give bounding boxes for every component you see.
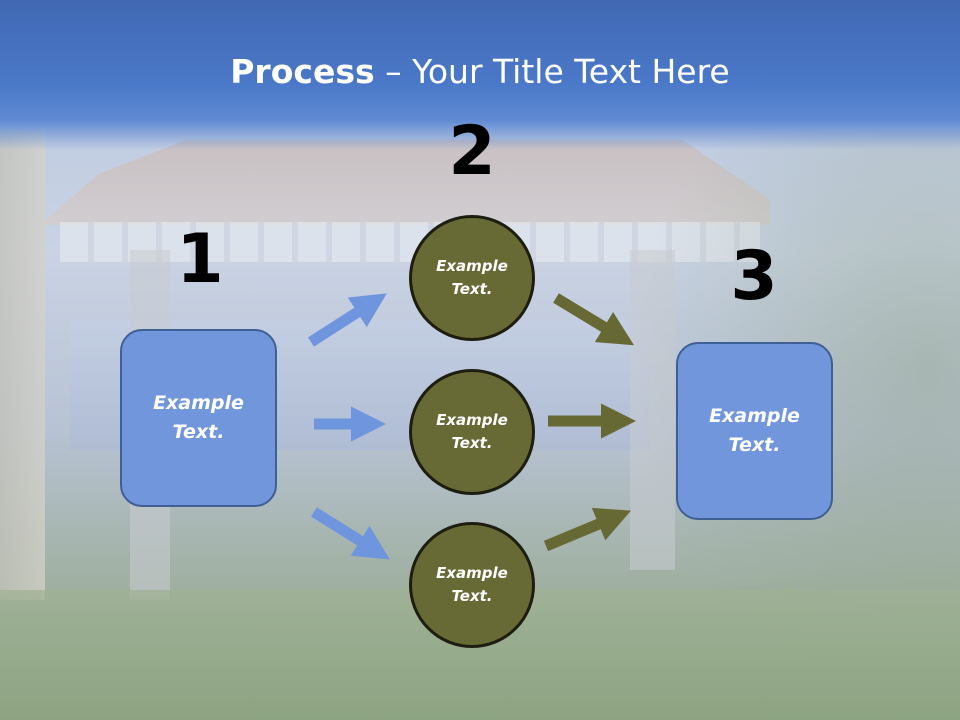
page-title: Process – Your Title Text Here [0, 52, 960, 91]
right-box-line2: Text. [728, 434, 781, 456]
arrow-left-to-bottom [311, 507, 390, 560]
step-number-2: 2 [448, 112, 496, 191]
circle-bottom: Example Text. [409, 522, 535, 648]
arrow-top-to-right [553, 293, 635, 346]
arrow-bottom-to-right [543, 507, 631, 552]
circle-bottom-line2: Text. [451, 587, 493, 605]
background-pillar [630, 250, 675, 570]
arrow-left-to-top [308, 293, 387, 347]
background-roof [40, 140, 770, 225]
title-bold: Process [230, 52, 375, 91]
circle-top-line1: Example [436, 257, 508, 275]
right-box-line1: Example [709, 405, 800, 427]
circle-middle-line1: Example [436, 411, 508, 429]
step-number-3: 3 [730, 237, 778, 316]
circle-middle: Example Text. [409, 369, 535, 495]
step-number-1: 1 [176, 220, 224, 299]
circle-top: Example Text. [409, 215, 535, 341]
circle-middle-line2: Text. [451, 434, 493, 452]
title-band [0, 0, 960, 150]
title-rest: – Your Title Text Here [374, 52, 730, 91]
circle-top-line2: Text. [451, 280, 493, 298]
left-box: Example Text. [120, 329, 277, 507]
circle-bottom-line1: Example [436, 564, 508, 582]
left-box-line1: Example [153, 392, 244, 414]
background-stone-wall [0, 130, 45, 600]
right-box: Example Text. [676, 342, 833, 520]
left-box-line2: Text. [172, 421, 225, 443]
